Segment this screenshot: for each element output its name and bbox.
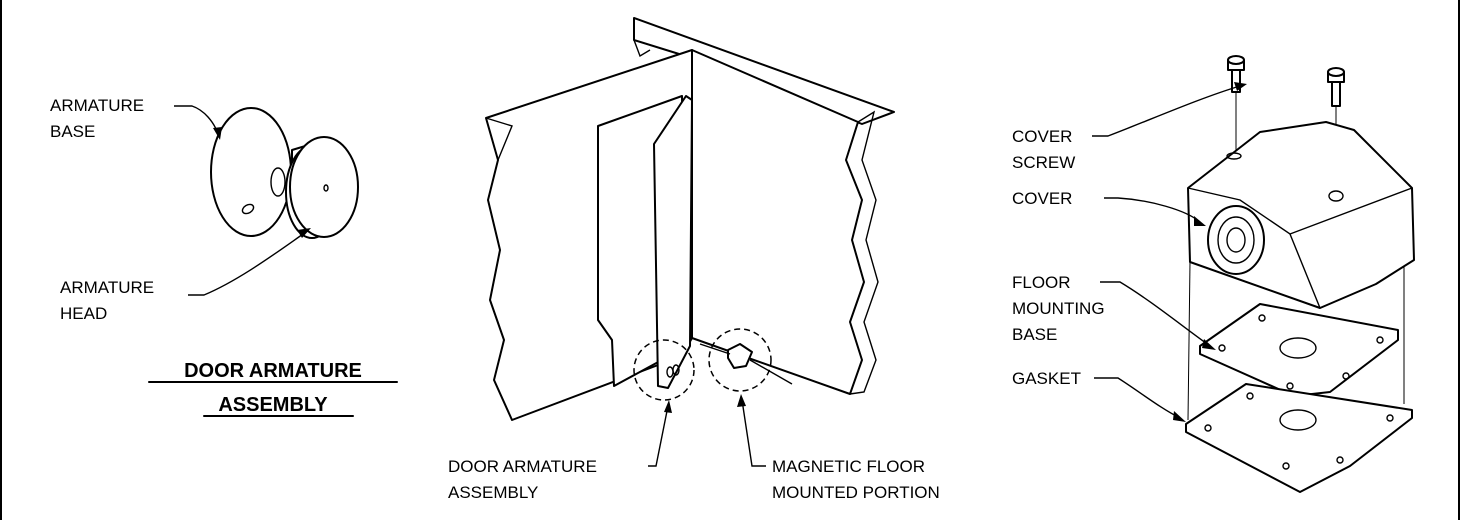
floor-holder-small	[727, 343, 753, 369]
cover-arrow	[1194, 216, 1206, 226]
label-gasket: GASKET	[1012, 369, 1081, 388]
armature-drawing	[210, 107, 359, 239]
label-cover: COVER	[1012, 189, 1072, 208]
detail-circle-armature	[633, 339, 695, 401]
armature-base-disc	[210, 107, 292, 237]
gasket-hole-5	[1282, 462, 1290, 470]
label-armature-head-1: ARMATURE	[60, 278, 154, 297]
label-floor-1: FLOOR	[1012, 273, 1071, 292]
cover-leader	[1104, 197, 1201, 223]
label-armature-base-1: ARMATURE	[50, 96, 144, 115]
gasket-center-hole	[1279, 409, 1317, 431]
armature-head-arrow	[297, 228, 311, 238]
magnetic-leader	[741, 399, 766, 467]
label-magnetic-2: MOUNTED PORTION	[772, 483, 940, 502]
gasket-plate	[1185, 383, 1413, 493]
label-cover-screw-2: SCREW	[1012, 153, 1075, 172]
gasket-hole-2	[1246, 392, 1254, 400]
label-armature-head-2: HEAD	[60, 304, 107, 323]
base-hole-1	[1218, 344, 1226, 352]
door-wall-drawing	[485, 17, 895, 421]
armature-base-leader	[174, 105, 219, 135]
door-armature-arrow	[664, 400, 672, 413]
cover-screw-leader	[1092, 85, 1241, 137]
cover-screw-left	[1227, 55, 1245, 93]
projection-line-3	[1187, 261, 1191, 421]
label-floor-2: MOUNTING	[1012, 299, 1105, 318]
base-hole-5	[1286, 382, 1294, 390]
base-hole-4	[1342, 372, 1350, 380]
armature-base-arrow	[213, 127, 222, 140]
armature-head-leader	[188, 231, 307, 296]
cover-lens-outer	[1207, 205, 1265, 275]
cover-screw-hole-1	[1226, 152, 1242, 160]
label-door-armature-2: ASSEMBLY	[448, 483, 538, 502]
label-door-armature-1: DOOR ARMATURE	[448, 457, 597, 476]
gasket-arrow	[1173, 411, 1186, 422]
door-armature-leader	[648, 405, 669, 467]
floor-base-arrow	[1202, 339, 1216, 350]
gasket-leader	[1094, 377, 1181, 419]
label-floor-3: BASE	[1012, 325, 1057, 344]
armature-base-hole	[241, 203, 255, 215]
cover-screw-arrow	[1234, 82, 1247, 91]
cover-screw-right	[1327, 67, 1345, 107]
gasket-hole-3	[1386, 414, 1394, 422]
base-center-hole	[1279, 337, 1317, 359]
cover-lens-inner	[1226, 227, 1246, 253]
cover-top-edge	[1187, 187, 1413, 235]
door-leaf	[653, 95, 693, 389]
armature-base-hub	[270, 167, 286, 197]
cover-screw-hole-2	[1328, 190, 1344, 202]
door-armature-small-2	[672, 364, 680, 376]
base-hole-2	[1258, 314, 1266, 322]
detail-circle-magnetic	[708, 328, 772, 392]
right-wall	[691, 49, 865, 395]
label-armature-base-2: BASE	[50, 122, 95, 141]
label-cover-screw-1: COVER	[1012, 127, 1072, 146]
cover-front-edge	[1289, 233, 1321, 309]
title-door-armature-2: ASSEMBLY	[218, 394, 328, 416]
right-wall-edge	[849, 110, 879, 395]
magnetic-arrow	[737, 394, 746, 407]
left-wall-edge	[485, 117, 513, 161]
gasket-hole-4	[1336, 456, 1344, 464]
cover-lens-mid	[1217, 216, 1255, 264]
wall-corner-notch	[633, 39, 651, 58]
floor-mounting-base	[1199, 303, 1399, 397]
armature-head-hole	[323, 184, 329, 192]
floor-base-leader	[1100, 281, 1211, 347]
label-magnetic-1: MAGNETIC FLOOR	[772, 457, 925, 476]
gasket-hole-1	[1204, 424, 1212, 432]
holder-exploded-drawing	[1185, 55, 1415, 493]
title-door-armature-1: DOOR ARMATURE	[184, 360, 362, 382]
base-hole-3	[1376, 336, 1384, 344]
holder-link-lines	[699, 343, 793, 385]
